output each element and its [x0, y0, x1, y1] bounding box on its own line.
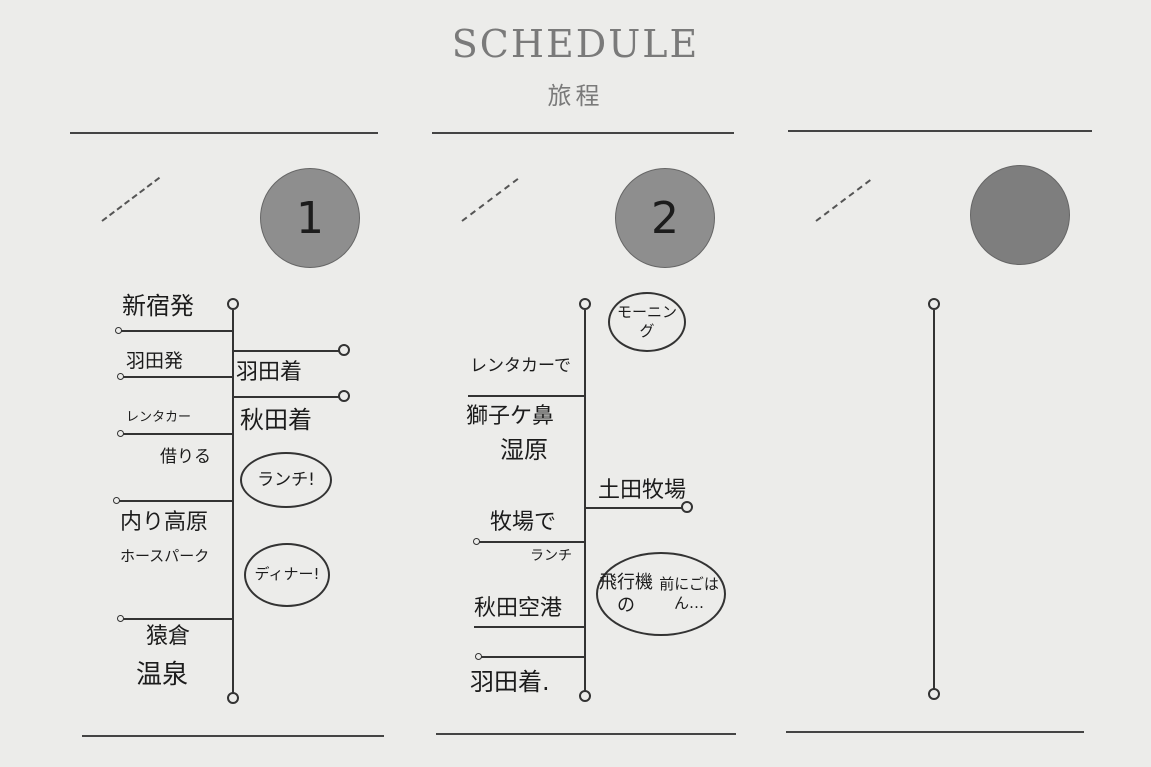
branch-dot — [117, 615, 124, 622]
branch-dot — [473, 538, 480, 545]
event-onsen-line-2: 温泉 — [136, 660, 189, 690]
event-wetland-line-1: 獅子ケ鼻 — [466, 404, 555, 429]
branch-end-node — [338, 390, 350, 402]
event-wetland-line-2: 湿原 — [500, 436, 548, 464]
day-number-badge-3 — [970, 165, 1070, 265]
timeline-axis — [232, 310, 234, 694]
event-farm: 土田牧場 — [598, 478, 687, 503]
branch-line — [468, 395, 584, 397]
branch-line — [232, 396, 342, 398]
event-plateau-line-2: ホースパーク — [120, 547, 210, 565]
event-farm-lunch-line-1: 牧場で — [490, 510, 557, 535]
branch-line — [122, 618, 232, 620]
date-slash-day-2 — [461, 178, 519, 222]
event-haneda-arrival: 羽田着. — [470, 668, 550, 696]
branch-end-node — [681, 501, 693, 513]
bottom-rule-day-2 — [436, 733, 736, 735]
day-number-badge-1: 1 — [260, 168, 360, 268]
timeline-end-node — [579, 690, 591, 702]
timeline-start-node — [928, 298, 940, 310]
event-rentacar-line-2: 借りる — [160, 447, 211, 467]
note-bubble-dinner: ディナー! — [244, 543, 330, 607]
branch-dot — [115, 327, 122, 334]
note-line-2: 前にごはん… — [659, 574, 719, 613]
event-rentacar: レンタカーで — [470, 356, 571, 376]
event-onsen-line-1: 猿倉 — [146, 624, 191, 649]
branch-line — [232, 350, 342, 352]
date-slash-day-1 — [101, 176, 161, 222]
timeline-axis — [933, 310, 935, 692]
event-rentacar-line-1: レンタカー — [126, 410, 192, 425]
event-akita-arrival: 秋田着 — [240, 406, 312, 434]
branch-line — [122, 433, 232, 435]
page-subtitle: 旅程 — [547, 82, 604, 110]
page-title: SCHEDULE — [451, 22, 700, 66]
timeline-end-node — [928, 688, 940, 700]
event-farm-lunch-line-2: ランチ — [530, 548, 572, 564]
timeline-end-node — [227, 692, 239, 704]
top-rule-day-2 — [432, 132, 734, 134]
branch-dot — [117, 430, 124, 437]
branch-line — [474, 626, 584, 628]
branch-dot — [475, 653, 482, 660]
day-number-badge-2: 2 — [615, 168, 715, 268]
event-haneda-departure: 羽田発 — [126, 350, 184, 372]
note-bubble-lunch: ランチ! — [240, 452, 332, 508]
branch-line — [584, 507, 684, 509]
event-plateau-line-1: 内り高原 — [120, 510, 209, 535]
event-akita-airport: 秋田空港 — [474, 596, 563, 621]
branch-dot — [113, 497, 120, 504]
branch-line — [118, 500, 232, 502]
branch-line — [120, 330, 232, 332]
branch-line — [478, 541, 584, 543]
timeline-start-node — [579, 298, 591, 310]
date-slash-day-3 — [815, 179, 871, 222]
top-rule-day-1 — [70, 132, 378, 134]
top-rule-day-3 — [788, 130, 1092, 132]
bottom-rule-day-3 — [786, 731, 1084, 733]
branch-dot — [117, 373, 124, 380]
note-bubble-morning: モーニング — [608, 292, 686, 352]
event-haneda-arrival: 羽田着 — [236, 360, 303, 385]
branch-line — [122, 376, 232, 378]
branch-end-node — [338, 344, 350, 356]
event-shinjuku-departure: 新宿発 — [122, 292, 194, 320]
bottom-rule-day-1 — [82, 735, 384, 737]
timeline-axis — [584, 310, 586, 694]
branch-line — [480, 656, 584, 658]
note-bubble-before-flight: 飛行機の 前にごはん… — [596, 552, 726, 636]
timeline-start-node — [227, 298, 239, 310]
note-line-1: 飛行機の — [599, 571, 654, 616]
